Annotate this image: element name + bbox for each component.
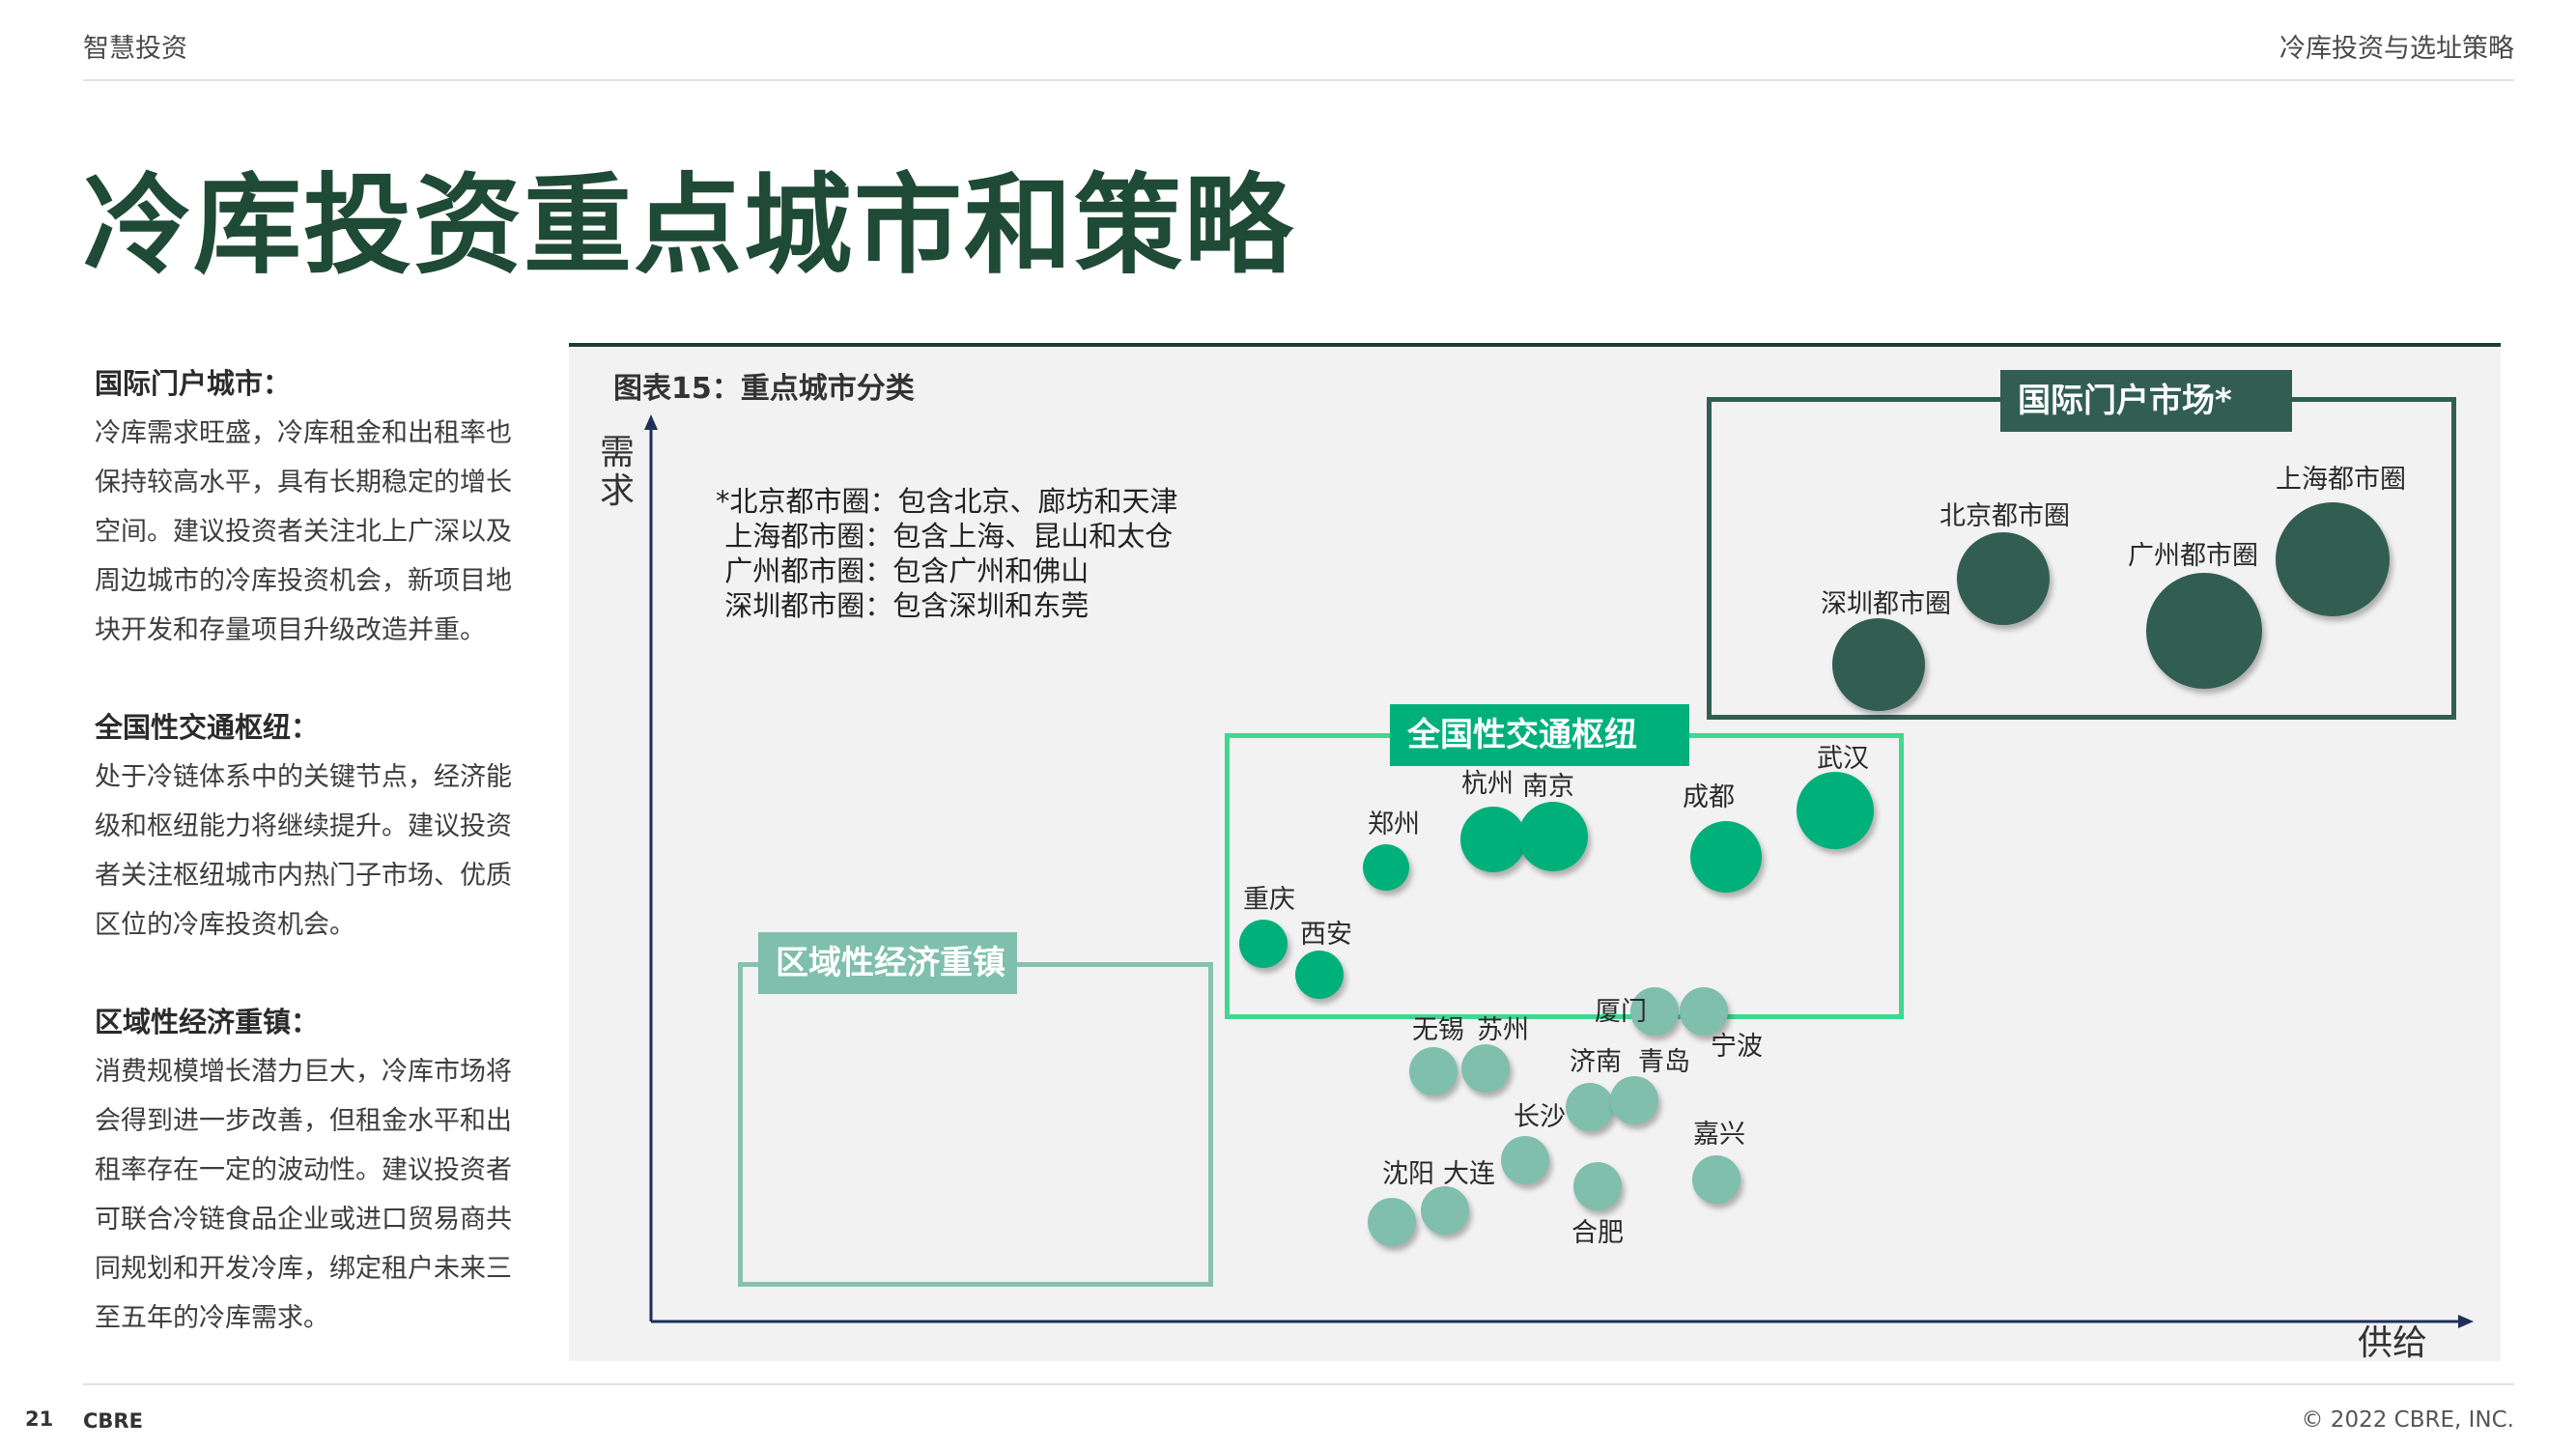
chart-title: 图表15：重点城市分类: [613, 372, 915, 406]
city-bubble: [1610, 1076, 1658, 1124]
city-bubble: [2146, 573, 2262, 689]
city-bubble: [1461, 1044, 1510, 1093]
y-axis-arrow-icon: [644, 414, 658, 430]
section-line: 可联合冷链食品企业或进口贸易商共: [95, 1205, 512, 1235]
note-line: 深圳都市圈：包含深圳和东莞: [716, 589, 1090, 622]
city-label: 长沙: [1514, 1102, 1566, 1132]
section-heading: 国际门户城市：: [95, 367, 292, 400]
city-bubble: [1680, 987, 1728, 1036]
city-label: 青岛: [1638, 1047, 1690, 1077]
city-bubble: [1957, 532, 2050, 625]
city-bubble: [1363, 844, 1409, 891]
header-doc-title: 冷库投资与选址策略: [2279, 34, 2514, 64]
city-bubble: [1409, 1047, 1458, 1095]
note-line: 广州都市圈：包含广州和佛山: [716, 554, 1090, 587]
group-label-gateway: 国际门户市场*: [2000, 370, 2292, 432]
city-bubble: [1368, 1198, 1416, 1246]
city-bubble: [1573, 1162, 1622, 1210]
group-label-transport: 全国性交通枢纽: [1390, 704, 1689, 766]
section-line: 同规划和开发冷库，绑定租户未来三: [95, 1254, 512, 1284]
section-line: 周边城市的冷库投资机会，新项目地: [95, 566, 512, 596]
city-bubble: [1295, 951, 1344, 999]
city-bubble: [1630, 987, 1679, 1036]
city-label: 郑州: [1368, 810, 1420, 839]
section-line: 会得到进一步改善，但租金水平和出: [95, 1106, 512, 1136]
section-line: 至五年的冷库需求。: [95, 1303, 329, 1333]
city-label: 无锡: [1412, 1015, 1464, 1045]
x-axis-arrow-icon: [2458, 1315, 2474, 1328]
strategy-text-column: 国际门户城市： 冷库需求旺盛，冷库租金和出租率也 保持较高水平，具有长期稳定的增…: [95, 359, 556, 1391]
section-gateway-cities: 国际门户城市： 冷库需求旺盛，冷库租金和出租率也 保持较高水平，具有长期稳定的增…: [95, 359, 556, 655]
section-heading: 区域性经济重镇：: [95, 1006, 320, 1038]
footer-divider: [83, 1383, 2514, 1385]
city-bubble: [2276, 502, 2390, 616]
city-label: 上海都市圈: [2276, 465, 2406, 495]
section-line: 消费规模增长潜力巨大，冷库市场将: [95, 1057, 512, 1087]
city-bubble: [1501, 1136, 1549, 1184]
brand-logo-text: CBRE: [83, 1409, 143, 1433]
city-bubble: [1566, 1083, 1614, 1131]
city-label: 苏州: [1477, 1015, 1529, 1045]
city-label: 重庆: [1243, 885, 1295, 915]
chart-axes: [644, 414, 2474, 1328]
x-axis-label: 供给: [2358, 1323, 2428, 1363]
city-label: 厦门: [1595, 997, 1647, 1027]
city-label: 武汉: [1817, 744, 1869, 774]
section-line: 冷库需求旺盛，冷库租金和出租率也: [95, 418, 512, 448]
page-number: 21: [25, 1407, 54, 1431]
section-line: 块开发和存量项目升级改造并重。: [95, 615, 486, 645]
section-regional-centers: 区域性经济重镇： 消费规模增长潜力巨大，冷库市场将 会得到进一步改善，但租金水平…: [95, 998, 556, 1343]
metro-area-note: *北京都市圈：包含北京、廊坊和天津 上海都市圈：包含上海、昆山和太仓 广州都市圈…: [716, 484, 1178, 623]
group-box-regional: [738, 962, 1213, 1287]
city-bubble: [1692, 1155, 1741, 1204]
city-label: 宁波: [1711, 1032, 1763, 1062]
city-label: 杭州: [1461, 769, 1514, 799]
city-label: 嘉兴: [1693, 1120, 1745, 1150]
note-line: 上海都市圈：包含上海、昆山和太仓: [716, 520, 1174, 553]
city-label: 成都: [1683, 782, 1735, 812]
city-classification-chart: 图表15：重点城市分类 需求 供给 *北京都市圈：包含北京、廊坊和天津 上海都市…: [569, 343, 2501, 1363]
city-bubble: [1797, 772, 1874, 849]
note-line: *北京都市圈：包含北京、廊坊和天津: [716, 485, 1178, 518]
city-label: 沈阳: [1382, 1159, 1434, 1189]
section-transport-hubs: 全国性交通枢纽： 处于冷链体系中的关键节点，经济能 级和枢纽能力将继续提升。建议…: [95, 703, 556, 950]
city-bubble: [1421, 1186, 1469, 1235]
y-axis-label: 需求: [599, 433, 635, 511]
section-line: 保持较高水平，具有长期稳定的增长: [95, 468, 512, 497]
section-heading: 全国性交通枢纽：: [95, 711, 320, 744]
city-label: 西安: [1300, 920, 1352, 950]
city-label: 广州都市圈: [2128, 541, 2258, 571]
section-line: 级和枢纽能力将继续提升。建议投资: [95, 811, 512, 841]
city-label: 北京都市圈: [1939, 501, 2070, 531]
group-label-regional: 区域性经济重镇: [758, 932, 1017, 994]
city-label: 济南: [1570, 1047, 1622, 1077]
section-line: 租率存在一定的波动性。建议投资者: [95, 1155, 512, 1185]
city-bubble: [1690, 821, 1762, 893]
section-line: 者关注枢纽城市内热门子市场、优质: [95, 861, 512, 891]
copyright: © 2022 CBRE, INC.: [2301, 1407, 2515, 1433]
city-bubble: [1832, 618, 1925, 711]
city-bubble: [1460, 807, 1526, 872]
city-label: 合肥: [1571, 1218, 1624, 1248]
city-bubble: [1239, 920, 1288, 968]
section-line: 处于冷链体系中的关键节点，经济能: [95, 762, 512, 792]
header-section-label: 智慧投资: [83, 34, 187, 64]
city-label: 深圳都市圈: [1821, 589, 1951, 619]
city-label: 大连: [1443, 1159, 1495, 1189]
section-line: 空间。建议投资者关注北上广深以及: [95, 517, 512, 547]
page-title: 冷库投资重点城市和策略: [83, 162, 1294, 289]
city-label: 南京: [1522, 772, 1574, 802]
section-line: 区位的冷库投资机会。: [95, 910, 355, 940]
header-divider: [83, 79, 2514, 81]
city-bubble: [1518, 802, 1588, 871]
